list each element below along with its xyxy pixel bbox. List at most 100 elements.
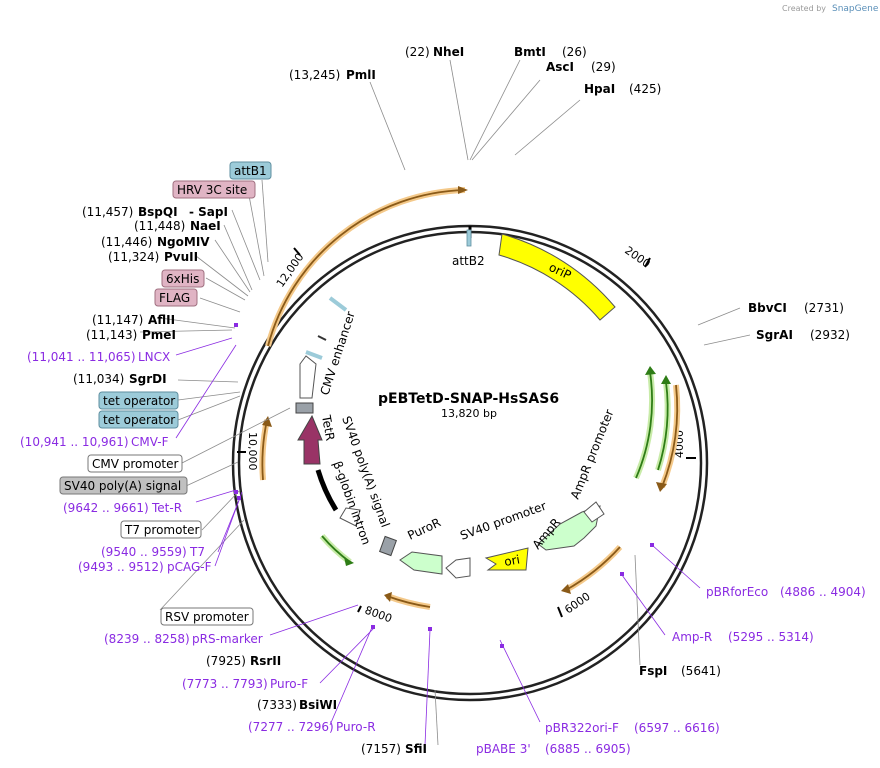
snapgene-logo-text: SnapGene bbox=[832, 4, 879, 14]
green-arrowhead-1 bbox=[645, 366, 656, 375]
tick-label-2000: 2000 bbox=[622, 244, 652, 271]
tick-label-10000: 10,000 bbox=[246, 432, 259, 471]
leader-lines bbox=[139, 59, 751, 746]
intron-feature bbox=[339, 507, 361, 527]
pmei-name: PmeI bbox=[142, 328, 176, 342]
tet-operator-label-2: tet operator bbox=[103, 413, 175, 427]
sfii-pos: (7157) bbox=[361, 742, 401, 756]
tetr-feature bbox=[297, 414, 323, 465]
ori-label: ori bbox=[503, 552, 521, 568]
ampr-promoter-feature bbox=[583, 501, 605, 523]
naei-pos: (11,448) bbox=[134, 219, 185, 233]
orf-arrowhead-bottom-right bbox=[561, 584, 571, 594]
asci-pos: (29) bbox=[591, 60, 616, 74]
bbvci-name: BbvCI bbox=[748, 301, 787, 315]
ori-feature bbox=[484, 547, 529, 571]
bspqi-name: BspQI bbox=[138, 205, 178, 219]
pcagf-name: pCAG-F bbox=[167, 560, 212, 574]
tick-label-8000: 8000 bbox=[363, 604, 394, 626]
tet-operator-label-1: tet operator bbox=[103, 394, 175, 408]
orf-arc-bottom-right-line bbox=[565, 546, 621, 591]
tick-2000 bbox=[644, 257, 651, 268]
afliii-pos: (11,147) bbox=[92, 313, 143, 327]
tetr-label: TetR bbox=[319, 413, 337, 442]
ngomiv-pos: (11,446) bbox=[101, 235, 152, 249]
pcagf-pos: (9493 .. 9512) bbox=[78, 560, 164, 574]
sgrai-pos: (2932) bbox=[810, 328, 850, 342]
polya-small-feature bbox=[378, 535, 398, 557]
bmti-name: BmtI bbox=[514, 45, 546, 59]
plasmid-size: 13,820 bp bbox=[441, 407, 497, 420]
flag-label: FLAG bbox=[159, 291, 190, 305]
bsiwi-name: BsiWI bbox=[299, 698, 337, 712]
rsv-promoter-box bbox=[160, 607, 254, 626]
attb1-label: attB1 bbox=[234, 164, 267, 178]
cmvf-name: CMV-F bbox=[131, 435, 169, 449]
orf-arrowhead-right bbox=[656, 482, 667, 492]
green-arrowhead-2 bbox=[661, 375, 671, 384]
asci-name: AscI bbox=[546, 60, 574, 74]
fspi-name: FspI bbox=[639, 664, 667, 678]
t7-pos: (9540 .. 9559) bbox=[101, 545, 187, 559]
pbabe3-pos: (6885 .. 6905) bbox=[545, 742, 631, 756]
cmv-promoter-small-feature bbox=[295, 402, 314, 414]
orf-arc-right-line bbox=[661, 384, 679, 488]
sgrdi-name: SgrDI bbox=[129, 372, 167, 386]
lncx-pos: (11,041 .. 11,065) bbox=[27, 350, 136, 364]
hrv3c-box bbox=[172, 180, 256, 199]
sv40-polya-box bbox=[59, 476, 188, 495]
sgrdi-pos: (11,034) bbox=[73, 372, 124, 386]
pmli-pos: (13,245) bbox=[289, 68, 340, 82]
primer-leader-lines bbox=[175, 337, 701, 746]
ngomiv-name: NgoMIV bbox=[157, 235, 210, 249]
nhei-pos: (22) bbox=[405, 45, 430, 59]
sgrai-name: SgrAI bbox=[756, 328, 793, 342]
puror-feature bbox=[399, 551, 443, 575]
sfii-name: SfiI bbox=[405, 742, 427, 756]
naei-name: NaeI bbox=[190, 219, 221, 233]
tick-label-6000: 6000 bbox=[562, 590, 592, 617]
tet-operator-box-1 bbox=[98, 391, 179, 410]
credit-text: Created by bbox=[782, 4, 826, 13]
pbabe3-name: pBABE 3' bbox=[476, 742, 531, 756]
attb2-label: attB2 bbox=[452, 254, 485, 268]
cmv-promoter-box bbox=[87, 454, 183, 473]
orf-arrowhead-bottom bbox=[384, 592, 392, 602]
rsrii-name: RsrII bbox=[250, 654, 281, 668]
his-tag-box bbox=[161, 269, 205, 288]
cmv-promoter-label: CMV promoter bbox=[92, 457, 179, 471]
green-arc-1 bbox=[633, 371, 656, 480]
tick-12000 bbox=[293, 247, 301, 256]
pbrforeco-name: pBRforEco bbox=[706, 585, 768, 599]
sv40-promoter-feature bbox=[445, 557, 471, 579]
cmvf-pos: (10,941 .. 10,961) bbox=[20, 435, 129, 449]
orf-arrowhead-left bbox=[262, 416, 272, 427]
green-arc-2-line bbox=[657, 381, 669, 471]
bbvci-pos: (2731) bbox=[804, 301, 844, 315]
t7-promoter-label: T7 promoter bbox=[124, 523, 200, 537]
lncx-name: LNCX bbox=[138, 350, 170, 364]
hrv3c-label: HRV 3C site bbox=[177, 183, 247, 197]
puror-label: PuroR bbox=[405, 515, 443, 542]
pbr322ori-pos: (6597 .. 6616) bbox=[634, 721, 720, 735]
tick-8000 bbox=[357, 605, 362, 613]
pbr322ori-name: pBR322ori-F bbox=[545, 721, 619, 735]
pvuii-name: PvuII bbox=[164, 250, 198, 264]
tag-marker bbox=[305, 350, 323, 360]
puror-primer-name: Puro-R bbox=[336, 720, 376, 734]
tick-6000 bbox=[557, 606, 563, 618]
sapi-name: - SapI bbox=[189, 205, 228, 219]
ampr-primer-pos: (5295 .. 5314) bbox=[728, 630, 814, 644]
bmti-pos: (26) bbox=[562, 45, 587, 59]
orf-arc-bottom-right bbox=[564, 544, 623, 593]
afliii-name: AflII bbox=[148, 313, 175, 327]
orf-arc-top-left-line bbox=[267, 189, 466, 347]
attb2-feature bbox=[466, 229, 472, 247]
hpai-name: HpaI bbox=[584, 82, 615, 96]
primer-site-dots bbox=[234, 323, 654, 648]
ampr-promoter-label: AmpR promoter bbox=[568, 407, 617, 501]
purof-pos: (7773 .. 7793) bbox=[182, 677, 268, 691]
his-tag-label: 6xHis bbox=[166, 272, 199, 286]
tetr-primer-pos: (9642 .. 9661) bbox=[63, 501, 149, 515]
small-site-marker bbox=[317, 335, 327, 341]
